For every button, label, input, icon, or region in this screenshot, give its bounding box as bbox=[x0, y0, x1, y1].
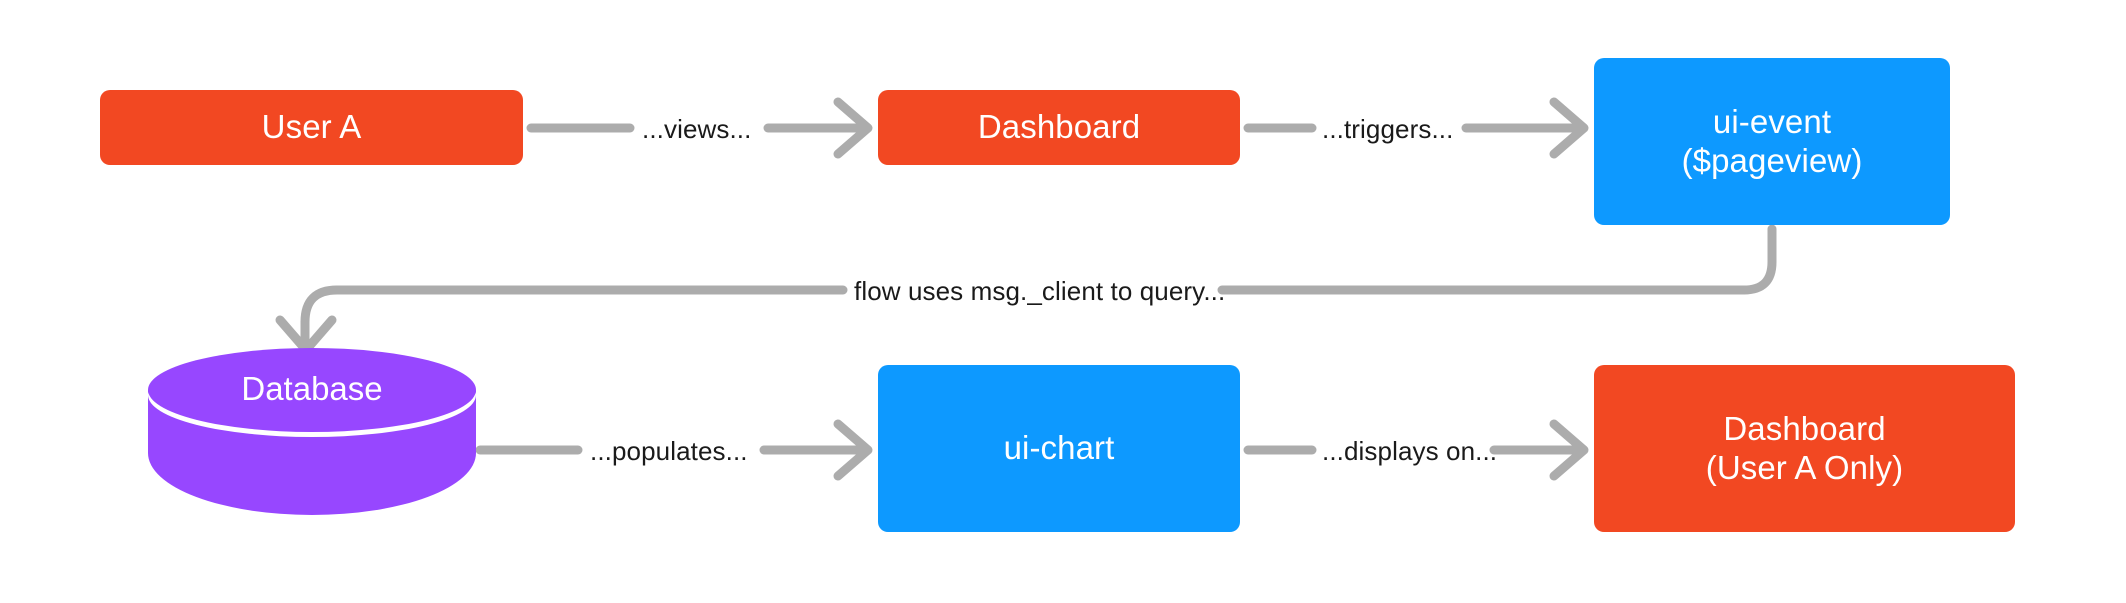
node-database-label: Database bbox=[241, 370, 383, 407]
node-database[interactable]: Database bbox=[148, 348, 476, 515]
edge-label-views: ...views... bbox=[642, 114, 752, 144]
edge-query-arrowhead bbox=[275, 315, 337, 355]
edge-label-query: flow uses msg._client to query... bbox=[854, 276, 1226, 306]
database-cylinder-top bbox=[148, 348, 476, 432]
node-ui-chart[interactable]: ui-chart bbox=[878, 365, 1240, 532]
edge-displays-on-arrowhead bbox=[1549, 419, 1589, 481]
node-ui-chart-label: ui-chart bbox=[1003, 429, 1115, 467]
node-ui-event-sublabel: ($pageview) bbox=[1681, 141, 1863, 179]
edge-views-arrowhead bbox=[833, 97, 873, 159]
edge-triggers-arrowhead bbox=[1549, 97, 1589, 159]
node-dashboard-top[interactable]: Dashboard bbox=[878, 90, 1240, 165]
edge-query-curve-left bbox=[300, 285, 848, 353]
node-dashboard-bottom-label: Dashboard bbox=[1723, 409, 1886, 447]
edge-label-displays-on: ...displays on... bbox=[1322, 436, 1498, 466]
node-dashboard-bottom-sublabel: (User A Only) bbox=[1705, 448, 1904, 486]
node-ui-event-label: ui-event bbox=[1712, 102, 1832, 140]
edge-label-populates: ...populates... bbox=[590, 436, 748, 466]
edge-label-triggers: ...triggers... bbox=[1322, 114, 1454, 144]
edge-populates-arrowhead bbox=[833, 419, 873, 481]
node-user-a[interactable]: User A bbox=[100, 90, 523, 165]
edge-query-curve-right bbox=[1217, 224, 1777, 295]
node-dashboard-bottom[interactable]: Dashboard (User A Only) bbox=[1594, 365, 2015, 532]
node-dashboard-top-label: Dashboard bbox=[977, 108, 1141, 146]
node-user-a-label: User A bbox=[261, 108, 362, 146]
node-ui-event[interactable]: ui-event ($pageview) bbox=[1594, 58, 1950, 225]
